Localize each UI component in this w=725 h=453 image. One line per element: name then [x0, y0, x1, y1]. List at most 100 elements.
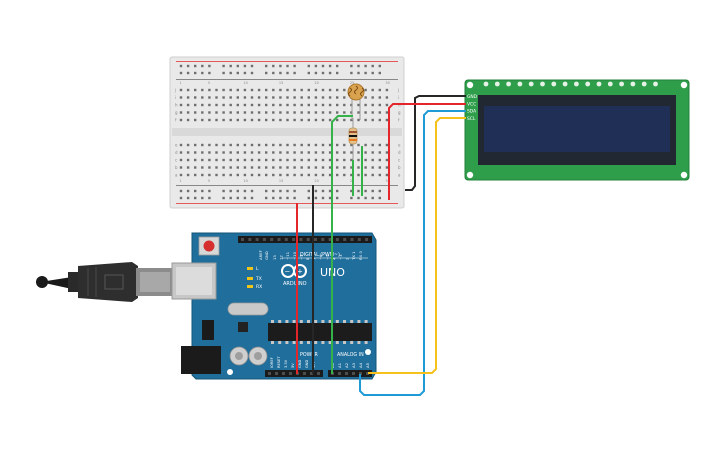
- row-letter: i: [175, 95, 176, 100]
- digital-pin-label: 12: [279, 255, 284, 260]
- column-number: 25: [350, 81, 354, 85]
- power-pin-label: 3.3V: [284, 359, 288, 368]
- usb-cable[interactable]: [36, 262, 174, 302]
- row-letter: c: [175, 158, 177, 163]
- column-number: 1: [180, 179, 182, 183]
- column-number: 1: [180, 81, 182, 85]
- column-number: 20: [314, 81, 318, 85]
- wire-black-lcd-gnd[interactable]: [405, 95, 466, 191]
- row-letter: b: [398, 165, 401, 170]
- svg-text:−: −: [285, 268, 291, 276]
- digital-pin-label: ~5: [325, 254, 330, 260]
- column-number: 30: [385, 81, 389, 85]
- row-letter: d: [398, 150, 401, 155]
- analog-pin-label: A4: [358, 362, 363, 368]
- digital-pin-label: RX 0: [358, 251, 363, 260]
- power-pin-label: GND: [298, 360, 302, 368]
- digital-pin-label: ~10: [292, 251, 297, 260]
- gnd-label: GND: [264, 251, 269, 260]
- row-letter: j: [174, 88, 176, 93]
- lcd-header-pins: [483, 81, 658, 87]
- lcd-screen: [484, 106, 670, 152]
- row-letter: e: [398, 143, 401, 148]
- row-letter: h: [175, 103, 178, 108]
- row-letter: g: [398, 110, 401, 115]
- resistor[interactable]: [348, 118, 358, 160]
- row-letter: e: [175, 143, 178, 148]
- led-tx-label: TX: [255, 276, 262, 282]
- led-rx: [247, 285, 253, 288]
- led-tx: [247, 277, 253, 280]
- column-number: 15: [279, 179, 283, 183]
- atmega-chip: [268, 320, 372, 344]
- analog-pin-label: A2: [344, 362, 349, 368]
- digital-header-label: DIGITAL (PWM~): [300, 252, 340, 258]
- aref-label: AREF: [258, 250, 263, 260]
- digital-pin-label: 13: [272, 255, 277, 260]
- lcd-pin-label: VCC: [467, 101, 476, 107]
- analog-pin-label: A3: [351, 362, 356, 368]
- column-number: 5: [208, 81, 210, 85]
- reset-button[interactable]: [198, 236, 220, 256]
- power-pin-label: IOREF: [270, 357, 274, 368]
- breadboard-holes: [179, 64, 389, 200]
- column-number: 10: [243, 179, 247, 183]
- voltage-regulator: [202, 320, 214, 340]
- digital-pin-label: ~3: [338, 254, 343, 260]
- row-letter: g: [175, 110, 178, 115]
- row-letter: c: [398, 158, 400, 163]
- analog-header[interactable]: [328, 370, 372, 377]
- power-pin-label: RESET: [277, 356, 281, 368]
- analog-pin-label: A5: [365, 362, 370, 368]
- column-number: 30: [385, 179, 389, 183]
- svg-text:+: +: [297, 268, 303, 276]
- lcd-pin-label: SCL: [467, 116, 476, 122]
- lcd-pin-label: SDA: [467, 109, 476, 115]
- digital-pin-label: ~11: [285, 251, 290, 260]
- digital-header[interactable]: [238, 236, 372, 243]
- wires: [296, 95, 466, 396]
- digital-pin-label: 4: [331, 257, 336, 260]
- digital-pin-label: 7: [312, 257, 317, 260]
- led-rx-label: RX: [256, 284, 262, 290]
- digital-pin-label: TX 1: [351, 251, 356, 261]
- analog-pin-label: A1: [337, 362, 342, 368]
- arduino-brand-label: ARDUINO: [283, 281, 307, 287]
- row-letter: a: [398, 173, 401, 178]
- wire-green-a0-to-breadboard[interactable]: [331, 115, 353, 374]
- row-letter: b: [175, 165, 178, 170]
- column-number: 15: [279, 81, 283, 85]
- dc-power-jack: [181, 346, 221, 374]
- digital-pin-label: ~6: [318, 254, 323, 260]
- column-number: 10: [243, 81, 247, 85]
- row-letter: j: [397, 88, 399, 93]
- analog-header-label: ANALOG IN: [337, 352, 364, 358]
- power-pin-label: 5V: [291, 363, 295, 368]
- row-letter: f: [175, 118, 177, 123]
- wire-yellow-lcd-scl[interactable]: [368, 117, 466, 374]
- lcd-pin-label: GND: [467, 94, 478, 100]
- digital-pin-label: 2: [345, 257, 350, 260]
- row-letter: d: [175, 150, 178, 155]
- wire-red-lcd-vcc[interactable]: [388, 103, 466, 200]
- power-pin-label: GND: [305, 360, 309, 368]
- power-header-label: POWER: [300, 352, 318, 358]
- crystal-oscillator: [227, 302, 269, 316]
- led-l-label: L: [256, 266, 259, 272]
- power-header[interactable]: [265, 370, 323, 377]
- digital-pin-label: ~9: [298, 254, 303, 260]
- led-l: [247, 267, 253, 270]
- digital-pin-label: 8: [305, 257, 310, 260]
- row-letter: f: [398, 118, 400, 123]
- column-number: 20: [314, 179, 318, 183]
- column-number: 5: [208, 179, 210, 183]
- row-letter: i: [398, 95, 399, 100]
- wire-blue-lcd-sda[interactable]: [359, 110, 466, 396]
- row-letter: a: [175, 173, 178, 178]
